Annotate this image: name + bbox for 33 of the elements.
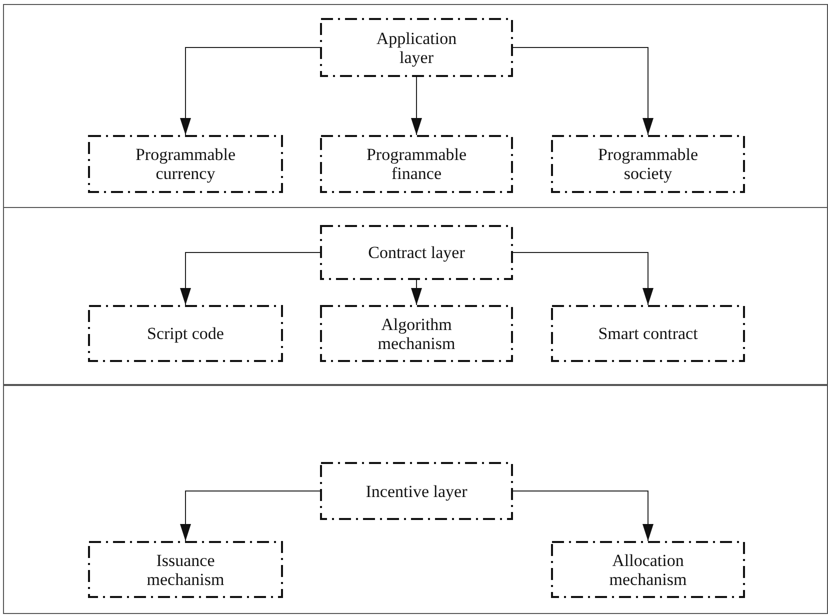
arrow — [180, 47, 320, 136]
layer-band — [3, 207, 828, 385]
layer-band — [3, 385, 828, 614]
box-label: Programmable society — [596, 145, 700, 183]
dash-dot-box — [320, 462, 513, 520]
box-label: Incentive layer — [366, 482, 468, 500]
dash-dot-box — [88, 305, 283, 362]
box-label: Programmable finance — [365, 145, 468, 183]
dash-dot-box — [551, 305, 745, 362]
box-label: Contract layer — [368, 243, 465, 262]
arrow — [411, 280, 422, 306]
arrow — [512, 490, 654, 542]
box-label: Script code — [147, 324, 224, 343]
arrow — [180, 490, 320, 542]
dash-dot-box — [320, 135, 513, 193]
box-label: Application layer — [375, 28, 458, 66]
box-label: Programmable currency — [134, 145, 237, 183]
box-label: Smart contract — [598, 324, 698, 343]
box-label: Allocation mechanism — [608, 550, 688, 588]
dash-dot-box — [320, 225, 513, 280]
dash-dot-box — [88, 135, 283, 193]
arrow — [411, 76, 422, 136]
dash-dot-box — [320, 18, 513, 77]
box-label: Algorithm mechanism — [376, 314, 456, 352]
box-label: Issuance mechanism — [146, 550, 226, 588]
dash-dot-box — [320, 305, 513, 362]
dash-dot-box — [551, 135, 745, 193]
layer-band — [3, 4, 828, 208]
arrow — [512, 252, 654, 306]
arrow — [512, 47, 654, 136]
dash-dot-box — [551, 541, 745, 598]
arrow — [180, 252, 320, 306]
dash-dot-box — [88, 541, 283, 598]
